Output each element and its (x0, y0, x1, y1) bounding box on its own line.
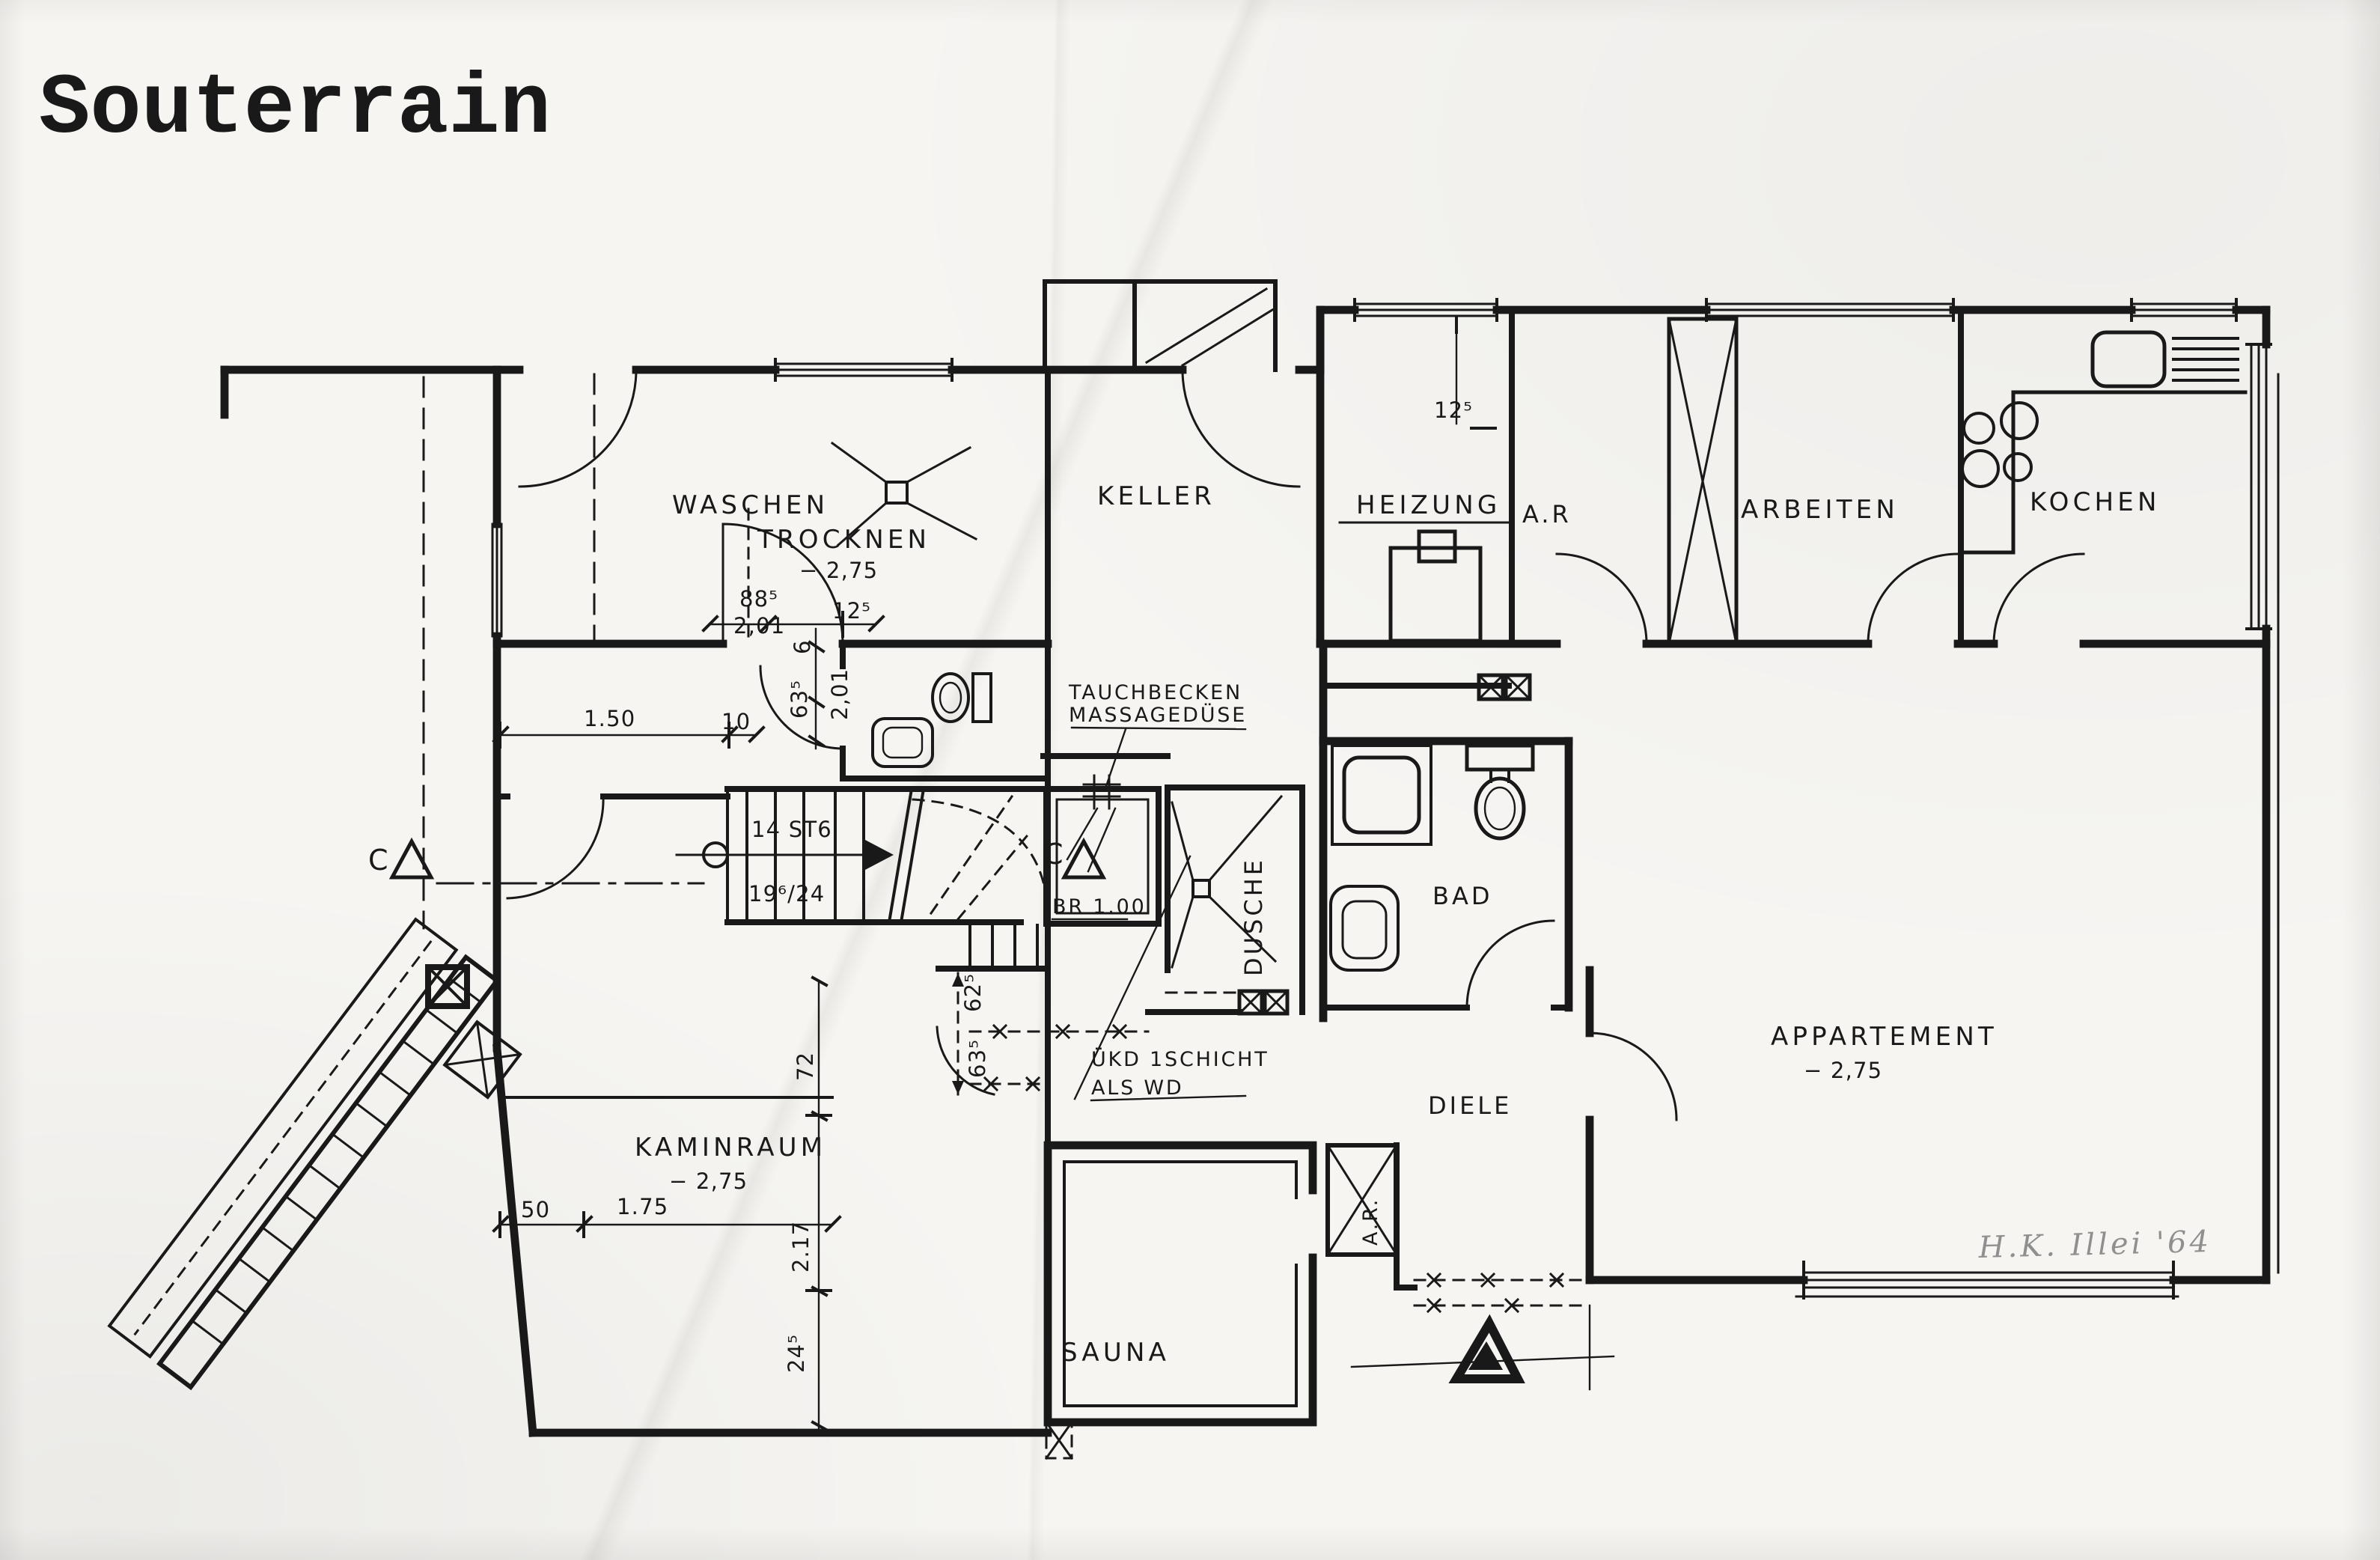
label-waschen: WASCHEN (672, 490, 829, 520)
dim-72: 72 (793, 1052, 818, 1081)
label-ukd-1: ÜKD 1SCHICHT (1091, 1047, 1269, 1071)
label-ar-diele: A.R. (1359, 1198, 1382, 1246)
hob-icon (1961, 401, 2039, 488)
label-section-c-mid: C (1043, 838, 1065, 871)
staircase (675, 787, 1039, 1096)
boiler-icon (1338, 521, 1510, 643)
handwritten-note: H.K. Illei '64 (1977, 1225, 2212, 1265)
exterior-stair-bay (107, 917, 522, 1391)
dim-201-wc: 2,01 (827, 668, 852, 720)
label-stair-count: 14 ST6 (751, 817, 832, 842)
dim-10: 10 (721, 709, 751, 734)
label-keller: KELLER (1097, 481, 1215, 511)
annotation-labels: TAUCHBECKEN MASSAGEDÜSE BR 1.00 ÜKD 1SCH… (368, 681, 2212, 1265)
label-section-c-left: C (368, 844, 390, 877)
label-dusche: DUSCHE (1239, 857, 1268, 976)
label-kochen: KOCHEN (2030, 487, 2161, 517)
label-appartement: APPARTEMENT (1771, 1022, 1998, 1052)
vent-grilles-heizung (1477, 673, 1532, 701)
windows (491, 298, 2272, 1300)
stair-direction-arrow (865, 840, 894, 870)
label-bad: BAD (1432, 882, 1492, 910)
label-diele: DIELE (1428, 1091, 1512, 1120)
dimension-lines (492, 316, 1497, 1432)
label-tauchbecken: TAUCHBECKEN (1068, 681, 1242, 704)
shower-tray-icon (1331, 744, 1432, 846)
dim-125-trocknen: 12⁵ (832, 598, 871, 624)
roof-bump (1043, 279, 1278, 372)
dim-635-wc: 63⁵ (787, 680, 812, 719)
dim-175: 1.75 (617, 1194, 668, 1219)
dim-150: 1.50 (584, 706, 635, 731)
label-appartement-level: − 2,75 (1804, 1058, 1882, 1083)
wc-fixtures (871, 672, 992, 768)
dim-50: 50 (521, 1197, 550, 1222)
dash-cross-ticks (983, 1023, 1565, 1314)
diele-closet (1325, 1143, 1399, 1257)
doors (506, 368, 2085, 1121)
sauna-walls (1043, 1141, 1317, 1460)
shower-drain-icon (1171, 794, 1284, 969)
label-waschen-level: − 2,75 (799, 558, 878, 583)
dim-6: 6 (790, 639, 815, 654)
label-trocknen: TROCKNEN (757, 525, 930, 555)
dim-217: 2.17 (788, 1221, 814, 1273)
kitchen-fixtures (1960, 330, 2248, 555)
dim-635-stair: 63⁵ (965, 1039, 990, 1078)
label-kaminraum-level: − 2,75 (669, 1169, 748, 1194)
section-markers (388, 837, 1107, 880)
label-heizung: HEIZUNG (1356, 490, 1501, 520)
dim-625: 62⁵ (960, 973, 986, 1012)
sink-icon (2090, 330, 2167, 389)
ceiling-light-icon (830, 441, 978, 547)
dim-201a: 2,01 (733, 613, 785, 639)
entrance-marker (1350, 1304, 1615, 1391)
room-labels: WASCHEN TROCKNEN − 2,75 KELLER HEIZUNG A… (635, 481, 2161, 1368)
label-sauna: SAUNA (1061, 1338, 1170, 1368)
vent-grilles-dusche (1237, 989, 1290, 1016)
label-massageduese: MASSAGEDÜSE (1069, 703, 1247, 727)
dimension-labels: 1.50 10 88⁵ 2,01 12⁵ 12⁵ 6 63⁵ 2,01 72 6… (521, 397, 1473, 1373)
dim-245: 24⁵ (784, 1334, 809, 1373)
label-ar-top: A.R (1522, 500, 1572, 528)
washbasin-icon (1329, 885, 1400, 972)
sauna-corner-box (1044, 1420, 1074, 1460)
bath-fixtures (1329, 743, 1535, 972)
dim-885: 88⁵ (739, 586, 778, 612)
toilet-icon (1465, 743, 1535, 841)
label-ukd-2: ALS WD (1091, 1076, 1184, 1100)
tauchbecken-basin (1043, 728, 1162, 927)
label-kaminraum: KAMINRAUM (635, 1133, 826, 1163)
interior-walls (494, 307, 1964, 1291)
label-stair-ratio: 19⁶/24 (748, 881, 825, 907)
dim-125-heizung: 12⁵ (1434, 397, 1473, 423)
shaft-icon (1667, 317, 1739, 646)
label-bruestung: BR 1.00 (1052, 895, 1147, 918)
label-arbeiten: ARBEITEN (1741, 495, 1899, 525)
drainer-icon (2172, 337, 2239, 382)
page-title: Souterrain (39, 61, 551, 158)
